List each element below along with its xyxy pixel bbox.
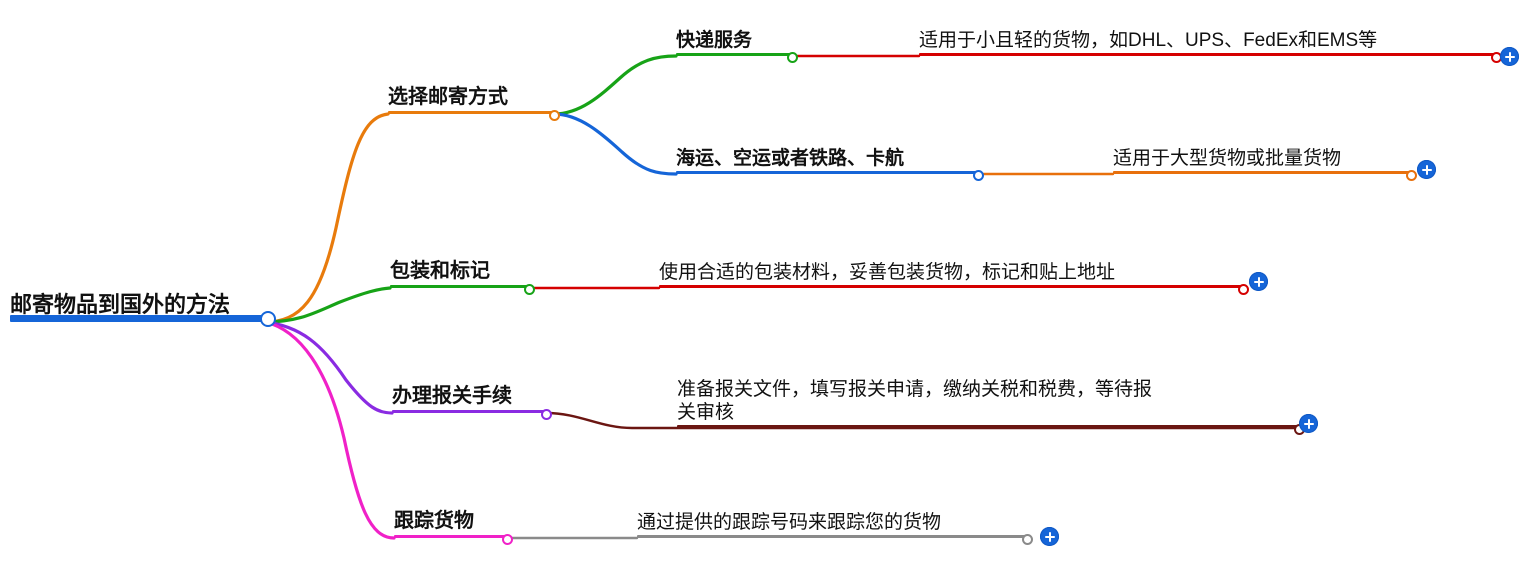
topic-1-connector-dot[interactable] [549, 109, 560, 121]
topic-1-label: 选择邮寄方式 [388, 86, 508, 109]
detail-1-1-label: 适用于小且轻的货物，如DHL、UPS、FedEx和EMS等 [919, 29, 1378, 51]
topic-2-connector-dot[interactable] [524, 283, 535, 295]
topic-3-label: 办理报关手续 [392, 385, 512, 408]
root-connector-dot[interactable] [260, 311, 276, 327]
detail-4-underline [637, 535, 1025, 538]
topic-4-label: 跟踪货物 [394, 510, 474, 533]
node-topic-2[interactable]: 包装和标记 [390, 228, 535, 295]
detail-1-1-underline [919, 53, 1494, 56]
detail-1-2-label: 适用于大型货物或批量货物 [1113, 147, 1342, 169]
topic-2-label: 包装和标记 [390, 260, 490, 283]
connector-root-to-topic-3 [263, 320, 394, 415]
node-subtopic-1-2[interactable]: 海运、空运或者铁路、卡航 [676, 114, 984, 181]
root-node[interactable]: 邮寄物品到国外的方法 [10, 262, 276, 327]
node-detail-4[interactable]: 通过提供的跟踪号码来跟踪您的货物 [637, 478, 1033, 545]
detail-2-underline [659, 285, 1241, 288]
node-topic-1[interactable]: 选择邮寄方式 [388, 54, 560, 121]
detail-4-connector-dot[interactable] [1022, 533, 1033, 545]
node-detail-1-1[interactable]: 适用于小且轻的货物，如DHL、UPS、FedEx和EMS等 [919, 0, 1502, 63]
expand-plus-icon-detail-1-2[interactable] [1417, 160, 1436, 179]
node-topic-3[interactable]: 办理报关手续 [392, 353, 552, 420]
expand-plus-icon-detail-3[interactable] [1299, 414, 1318, 433]
subtopic-1-1-label: 快递服务 [676, 29, 753, 51]
expand-plus-icon-detail-4[interactable] [1040, 527, 1059, 546]
subtopic-1-2-label: 海运、空运或者铁路、卡航 [676, 147, 905, 169]
topic-4-underline [394, 535, 505, 538]
connector-root-to-topic-4 [263, 320, 396, 540]
node-detail-2[interactable]: 使用合适的包装材料，妥善包装货物，标记和贴上地址 [659, 228, 1249, 295]
detail-3-label: 准备报关文件，填写报关申请，缴纳关税和税费，等待报 关审核 [677, 379, 1153, 423]
expand-plus-icon-detail-2[interactable] [1249, 272, 1268, 291]
detail-3-underline [677, 425, 1297, 428]
root-underline [10, 315, 263, 322]
expand-plus-icon-detail-1-1[interactable] [1500, 47, 1519, 66]
connector-root-to-topic-2 [263, 286, 392, 324]
topic-3-underline [392, 410, 544, 413]
node-detail-3[interactable]: 准备报关文件，填写报关申请，缴纳关税和税费，等待报 关审核 [677, 368, 1305, 435]
detail-1-2-connector-dot[interactable] [1406, 169, 1417, 181]
subtopic-1-2-connector-dot[interactable] [973, 169, 984, 181]
detail-2-connector-dot[interactable] [1238, 283, 1249, 295]
node-topic-4[interactable]: 跟踪货物 [394, 478, 513, 545]
topic-2-underline [390, 285, 527, 288]
detail-2-label: 使用合适的包装材料，妥善包装货物，标记和贴上地址 [659, 261, 1116, 283]
detail-1-2-underline [1113, 171, 1409, 174]
connector-topic-1-to-subtopic-1-2 [552, 112, 678, 176]
subtopic-1-1-connector-dot[interactable] [787, 51, 798, 63]
node-detail-1-2[interactable]: 适用于大型货物或批量货物 [1113, 114, 1417, 181]
topic-1-underline [388, 111, 552, 114]
topic-4-connector-dot[interactable] [502, 533, 513, 545]
root-label: 邮寄物品到国外的方法 [10, 292, 231, 318]
detail-4-label: 通过提供的跟踪号码来跟踪您的货物 [637, 511, 942, 533]
topic-3-connector-dot[interactable] [541, 408, 552, 420]
subtopic-1-1-underline [676, 53, 790, 56]
node-subtopic-1-1[interactable]: 快递服务 [676, 0, 798, 63]
connector-topic-1-to-subtopic-1-1 [552, 54, 678, 116]
connector-root-to-topic-1 [263, 112, 390, 324]
subtopic-1-2-underline [676, 171, 976, 174]
